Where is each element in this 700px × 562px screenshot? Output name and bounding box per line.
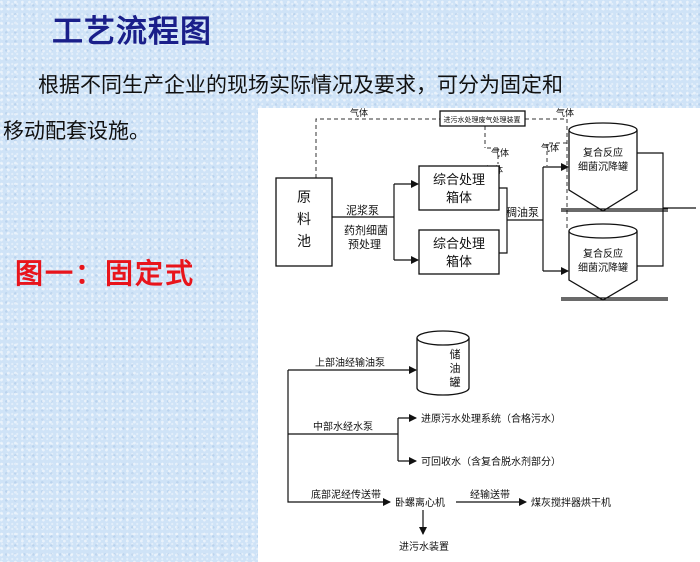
storage-char-1: 储: [450, 347, 461, 361]
box2-line2: 箱体: [446, 254, 472, 270]
gas-label-right-1: 气体: [541, 142, 559, 154]
intro-line-2: 移动配套设施。: [3, 119, 150, 143]
pool-char-2: 料: [297, 212, 311, 228]
to-sewage-system-label: 进原污水处理系统（合格污水）: [421, 412, 561, 425]
mud-pump-label: 泥浆泵: [346, 203, 379, 217]
coal-mixer-label: 煤灰搅拌器烘干机: [531, 496, 611, 509]
conveyor-label: 经输送带: [470, 488, 510, 501]
treatment-box-2: [418, 229, 500, 275]
gas-label-right-2: 气体: [556, 108, 574, 119]
gas-label-top: 气体: [350, 108, 368, 119]
oil-storage-tank: 储 油 罐: [416, 330, 470, 396]
recycle-water-label: 可回收水（含复合脱水剂部分）: [421, 455, 561, 468]
storage-char-3: 罐: [450, 376, 461, 389]
pretreat-label-1: 药剂细菌: [344, 223, 388, 237]
centrifuge-label: 卧螺离心机: [395, 496, 445, 509]
process-diagram: 进污水处理废气处理装置 气体 气体 气体 气体 气体 原 料 池 泥浆泵 药剂细…: [275, 108, 696, 553]
settling-tank-1: 复合反应 细菌沉降罐: [561, 122, 668, 212]
box1-line1: 综合处理: [433, 173, 485, 188]
to-sewage-device-label: 进污水装置: [399, 540, 449, 553]
pool-char-1: 原: [297, 190, 311, 206]
storage-char-2: 油: [450, 361, 461, 375]
pretreat-label-2: 预处理: [348, 238, 381, 251]
tank2-line1: 复合反应: [583, 247, 623, 260]
page-title: 工艺流程图: [52, 14, 212, 50]
settling-tank-2: 复合反应 细菌沉降罐: [561, 223, 668, 301]
tank2-line2: 细菌沉降罐: [578, 261, 628, 274]
exhaust-treatment-label: 进污水处理废气处理装置: [444, 115, 521, 124]
thick-oil-pump-label: 稠油泵: [506, 205, 539, 219]
tank1-line2: 细菌沉降罐: [578, 160, 628, 173]
box1-line2: 箱体: [446, 190, 472, 206]
gas-collection-lines: [315, 118, 568, 228]
box2-line1: 综合处理: [433, 237, 485, 252]
intro-line-1: 根据不同生产企业的现场实际情况及要求，可分为固定和: [38, 73, 563, 97]
tank1-line1: 复合反应: [583, 146, 623, 159]
middle-water-label: 中部水经水泵: [313, 420, 373, 433]
upper-oil-label: 上部油经输油泵: [315, 356, 385, 369]
intro-paragraph: 根据不同生产企业的现场实际情况及要求，可分为固定和 移动配套设施。: [0, 62, 700, 154]
pool-char-3: 池: [297, 234, 311, 250]
treatment-box-1: [418, 165, 500, 211]
gas-label-mid: 气体: [491, 147, 509, 159]
raw-material-pool: [275, 177, 333, 267]
process-diagram-panel: 进污水处理废气处理装置 气体 气体 气体 气体 气体 原 料 池 泥浆泵 药剂细…: [258, 108, 700, 562]
figure-caption: 图一：固定式: [15, 257, 196, 290]
bottom-mud-label: 底部泥经传送带: [311, 488, 381, 501]
exhaust-treatment-box: [439, 110, 526, 127]
